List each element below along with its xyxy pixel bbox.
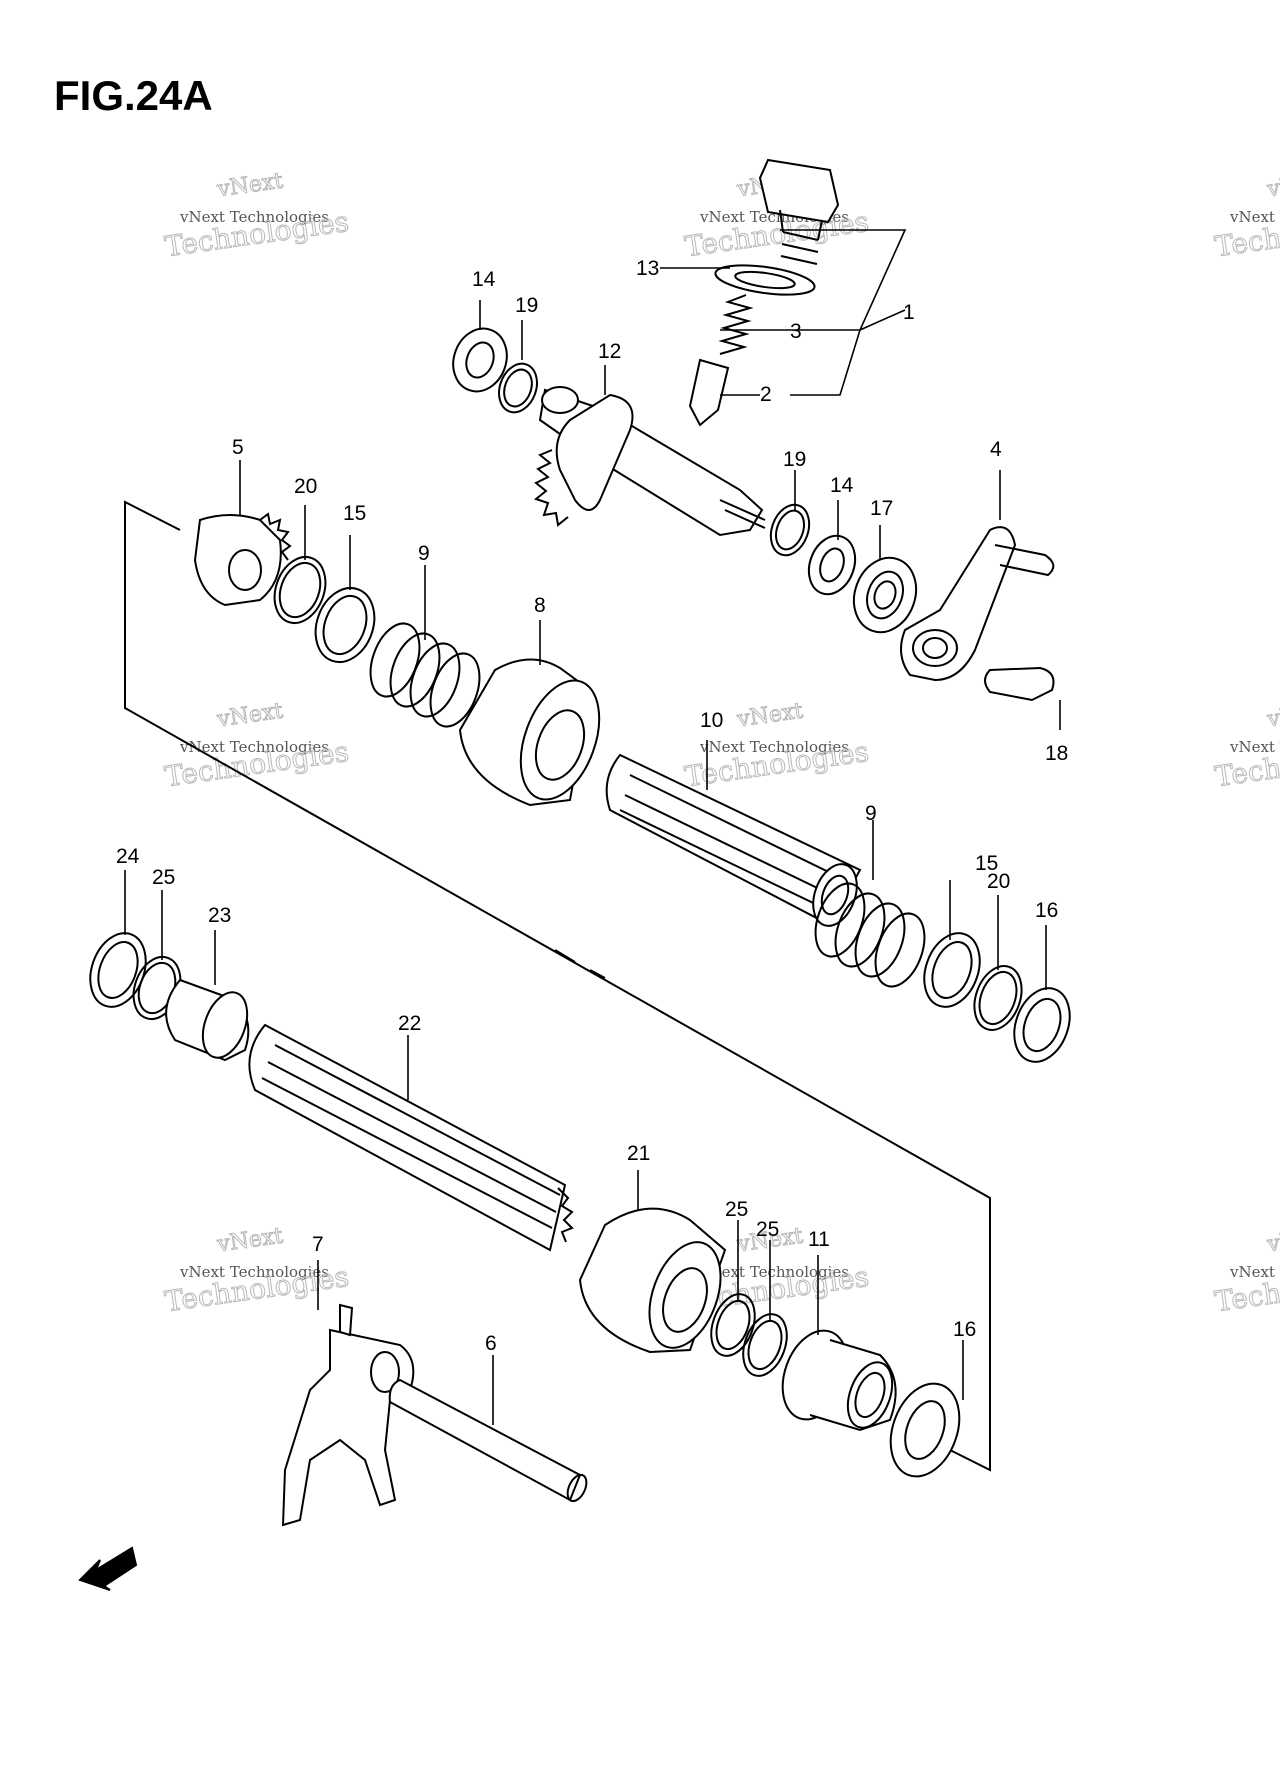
callout-20: 20 <box>987 870 1010 893</box>
callout-15: 15 <box>343 502 366 525</box>
callout-20: 20 <box>294 475 317 498</box>
callout-labels: 1234567899101112131414151516161718191920… <box>116 257 1068 1355</box>
callout-23: 23 <box>208 904 231 927</box>
callout-14: 14 <box>830 474 854 497</box>
callout-9: 9 <box>418 542 430 565</box>
watermark-text: vNext <box>215 168 285 202</box>
watermark-text: vNext Technologies <box>179 208 329 226</box>
part-spring-9-bottom <box>814 882 926 988</box>
part-shift-fork-7 <box>281 1303 415 1527</box>
part-shift-arm-4 <box>900 526 1055 682</box>
part-drum-8 <box>458 658 601 807</box>
part-washer-16-top <box>1013 987 1071 1063</box>
part-spring-3 <box>718 294 754 355</box>
callout-4: 4 <box>990 438 1002 461</box>
part-washer-16-bottom <box>889 1382 961 1478</box>
callout-6: 6 <box>485 1332 497 1355</box>
watermark-text: vNext <box>1265 1223 1280 1257</box>
part-circlip-20-right <box>973 965 1023 1031</box>
part-circlip-25-b <box>742 1313 788 1377</box>
watermark-text: vNext <box>215 1223 285 1257</box>
callout-2: 2 <box>760 383 772 406</box>
watermark-text: vNext Technologies <box>1229 208 1280 226</box>
callout-17: 17 <box>870 497 893 520</box>
part-washer-15-left <box>314 587 376 663</box>
part-shaft-22 <box>248 1023 574 1252</box>
part-circlip-20-left <box>273 556 327 624</box>
callout-18: 18 <box>1045 742 1068 765</box>
callout-10: 10 <box>700 709 723 732</box>
callout-22: 22 <box>398 1012 421 1035</box>
assembly-bracket <box>124 500 991 1472</box>
part-washer-15-right <box>923 932 981 1008</box>
part-drum-21 <box>578 1207 727 1354</box>
part-pin-2 <box>688 358 730 427</box>
watermark-text: vNext Technologies <box>1229 738 1280 756</box>
callout-14: 14 <box>472 268 496 291</box>
part-bushing-11 <box>781 1329 897 1432</box>
part-fork-shaft-6 <box>388 1378 588 1503</box>
assembly-bracket-dash <box>554 949 606 979</box>
part-washer-14-right <box>807 534 857 596</box>
watermark-text: vNext <box>215 698 285 732</box>
callout-25: 25 <box>756 1218 779 1241</box>
watermark-text: vNext Technologies <box>699 1263 849 1281</box>
part-gear-shaft-12 <box>533 386 766 537</box>
watermark-text: vNext <box>1265 698 1280 732</box>
callout-7: 7 <box>312 1233 324 1256</box>
fwd-arrow-icon <box>78 1546 138 1591</box>
watermark-text: vNext <box>1265 168 1280 202</box>
callout-15: 15 <box>975 852 998 875</box>
callout-11: 11 <box>808 1228 830 1251</box>
part-bolt-18 <box>984 666 1055 702</box>
callout-19: 19 <box>783 448 806 471</box>
callout-25: 25 <box>725 1198 748 1221</box>
part-sleeve-23 <box>165 978 250 1062</box>
watermark-text: vNext Technologies <box>699 738 849 756</box>
part-circlip-19-top <box>498 362 538 414</box>
callout-24: 24 <box>116 845 140 868</box>
callout-19: 19 <box>515 294 538 317</box>
watermark-text: vNext Technologies <box>179 1263 329 1281</box>
callout-16: 16 <box>1035 899 1058 922</box>
watermark-text: vNext Technologies <box>179 738 329 756</box>
part-circlip-19-right <box>769 503 811 557</box>
part-washer-24 <box>89 932 147 1008</box>
callout-21: 21 <box>627 1142 650 1165</box>
part-circlip-25-a <box>710 1293 756 1357</box>
callout-12: 12 <box>598 340 621 363</box>
watermark-text: vNext <box>735 698 805 732</box>
part-washer-14-top <box>452 327 508 393</box>
part-spring-9-top <box>369 622 481 728</box>
callout-3: 3 <box>790 320 802 343</box>
part-bearing-17 <box>852 556 918 634</box>
part-washer-13 <box>714 264 816 296</box>
callout-5: 5 <box>232 436 244 459</box>
callout-9: 9 <box>865 802 877 825</box>
part-shaft-10 <box>605 753 862 927</box>
callout-8: 8 <box>534 594 546 617</box>
figure-title: FIG.24A <box>54 72 213 119</box>
part-gear-5 <box>193 512 292 607</box>
leader-lines <box>124 229 1061 1425</box>
callout-16: 16 <box>953 1318 976 1341</box>
callout-25: 25 <box>152 866 175 889</box>
watermark-text: vNext Technologies <box>1229 1263 1280 1281</box>
part-bolt <box>758 158 840 265</box>
callout-1: 1 <box>903 301 915 324</box>
callout-13: 13 <box>636 257 659 280</box>
